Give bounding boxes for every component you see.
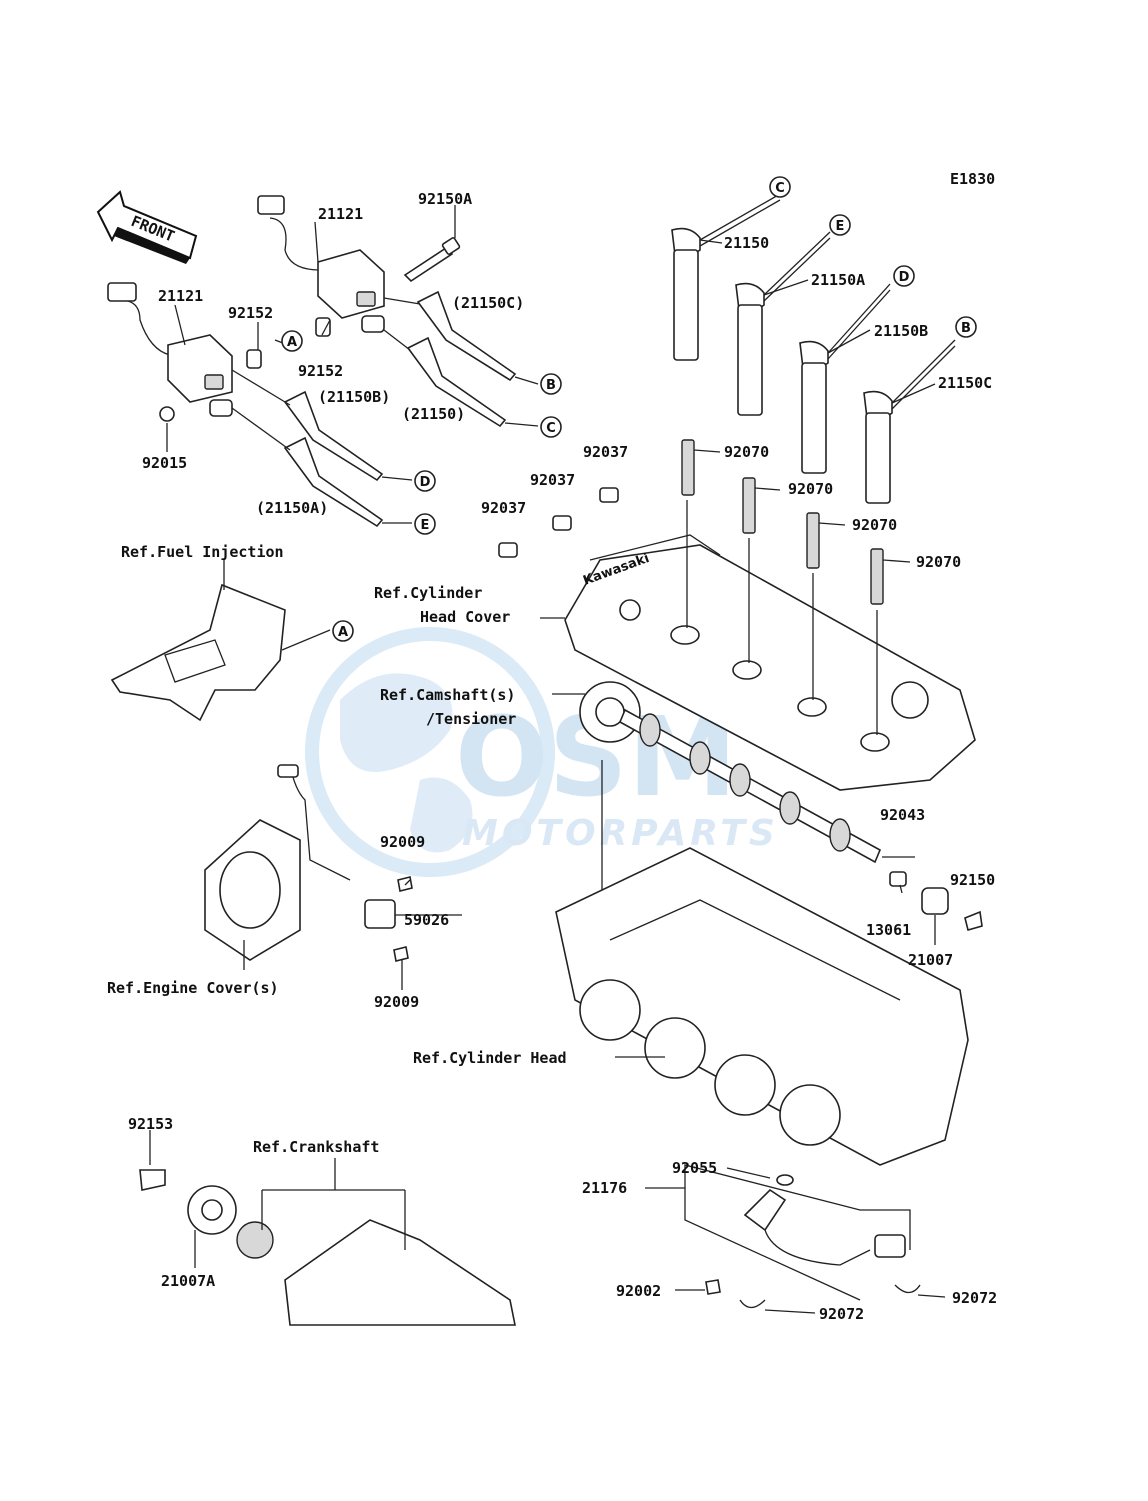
ref-crankshaft: Ref.Crankshaft: [253, 1138, 379, 1156]
label-92043: 92043: [880, 806, 925, 824]
label-92037-b: 92037: [530, 471, 575, 489]
plug-cap-21150B: [799, 283, 891, 474]
label-92152-upper: 92152: [228, 304, 273, 322]
svg-text:B: B: [961, 321, 971, 336]
ref-cylinder-head-cover-line2: Head Cover: [420, 608, 510, 626]
callout-D-left: D: [414, 470, 436, 492]
callout-C-right: C: [769, 176, 791, 198]
ignition-coil-left: [107, 282, 233, 422]
ref-fuel-injection: Ref.Fuel Injection: [121, 543, 284, 561]
label-21121-top: 21121: [318, 205, 363, 223]
camshaft: [579, 681, 983, 931]
svg-text:B: B: [546, 378, 556, 393]
leader-lines: [149, 221, 946, 1314]
plug-cap-21150: [671, 193, 781, 361]
callout-B-left: B: [540, 373, 562, 395]
svg-text:C: C: [775, 181, 785, 196]
svg-text:E: E: [836, 219, 845, 234]
callout-D-right: D: [893, 265, 915, 287]
label-13061: 13061: [866, 921, 911, 939]
label-21176: 21176: [582, 1179, 627, 1197]
label-92015: 92015: [142, 454, 187, 472]
svg-text:D: D: [899, 270, 910, 285]
reference-labels: Ref.Fuel Injection Ref.Cylinder Head Cov…: [107, 543, 567, 1156]
ref-camshaft-line2: /Tensioner: [426, 710, 516, 728]
label-21150B-paren: (21150B): [318, 388, 390, 406]
callout-circles: A A B B C C D D: [281, 176, 977, 642]
callout-B-right: B: [955, 316, 977, 338]
bolt-92150A: [403, 205, 461, 283]
label-59026: 59026: [404, 911, 449, 929]
cam-sensor-21176: [670, 1164, 921, 1309]
svg-text:E: E: [421, 518, 430, 533]
label-21150A-paren: (21150A): [256, 499, 328, 517]
plug-cap-21150A: [735, 231, 831, 416]
label-21150B: 21150B: [874, 322, 928, 340]
watermark-globe: [305, 627, 555, 877]
ref-camshaft-line1: Ref.Camshaft(s): [380, 686, 515, 704]
label-21150: 21150: [724, 234, 769, 252]
sensor-59026: [277, 764, 413, 962]
svg-text:A: A: [287, 335, 297, 350]
svg-text:D: D: [420, 475, 431, 490]
watermark-subtext: MOTORPARTS: [462, 813, 779, 854]
label-92070-c: 92070: [852, 516, 897, 534]
cylinder-head: [555, 760, 969, 1166]
label-92055: 92055: [672, 1159, 717, 1177]
label-92072-b: 92072: [952, 1289, 997, 1307]
diagram-code: E1830: [950, 170, 995, 188]
label-92153: 92153: [128, 1115, 173, 1133]
label-92072-a: 92072: [819, 1305, 864, 1323]
plug-cap-21150C: [863, 339, 956, 504]
front-arrow: FRONT: [96, 190, 198, 264]
ref-cylinder-head-cover-line1: Ref.Cylinder: [374, 584, 482, 602]
label-21121-left: 21121: [158, 287, 203, 305]
callout-E-left: E: [414, 513, 436, 535]
label-21150C-paren: (21150C): [452, 294, 524, 312]
ref-engine-cover: Ref.Engine Cover(s): [107, 979, 279, 997]
callout-A-upper: A: [281, 330, 303, 352]
label-21150C: 21150C: [938, 374, 992, 392]
ref-cylinder-head: Ref.Cylinder Head: [413, 1049, 567, 1067]
fuel-injection-bracket: [110, 560, 331, 722]
label-92037-a: 92037: [583, 443, 628, 461]
spark-plugs: [681, 439, 884, 605]
callout-C-left: C: [540, 416, 562, 438]
cylinder-head-cover: Kawasaki: [564, 500, 976, 791]
label-92002: 92002: [616, 1282, 661, 1300]
label-92009-a: 92009: [380, 833, 425, 851]
crankshaft: [139, 1158, 516, 1326]
ignition-coil-top: [246, 195, 385, 369]
watermark-globe-land: [340, 673, 473, 853]
label-21007A: 21007A: [161, 1272, 215, 1290]
label-92070-b: 92070: [788, 480, 833, 498]
label-92150: 92150: [950, 871, 995, 889]
label-21007: 21007: [908, 951, 953, 969]
label-92037-c: 92037: [481, 499, 526, 517]
svg-text:C: C: [546, 421, 556, 436]
label-92150A: 92150A: [418, 190, 472, 208]
engine-cover: [204, 819, 301, 970]
label-92009-b: 92009: [374, 993, 419, 1011]
front-arrow-shape: [96, 190, 198, 260]
label-92070-a: 92070: [724, 443, 769, 461]
part-labels: 21121 92150A 21121 92152 92152 (21150C) …: [128, 190, 997, 1323]
svg-text:A: A: [338, 625, 348, 640]
label-92152-lower: 92152: [298, 362, 343, 380]
label-92070-d: 92070: [916, 553, 961, 571]
clips-92037: [498, 487, 619, 558]
callout-E-right: E: [829, 214, 851, 236]
callout-A-lower: A: [332, 620, 354, 642]
label-21150-paren: (21150): [402, 405, 465, 423]
label-21150A: 21150A: [811, 271, 865, 289]
coil-plug-caps: [231, 290, 539, 528]
